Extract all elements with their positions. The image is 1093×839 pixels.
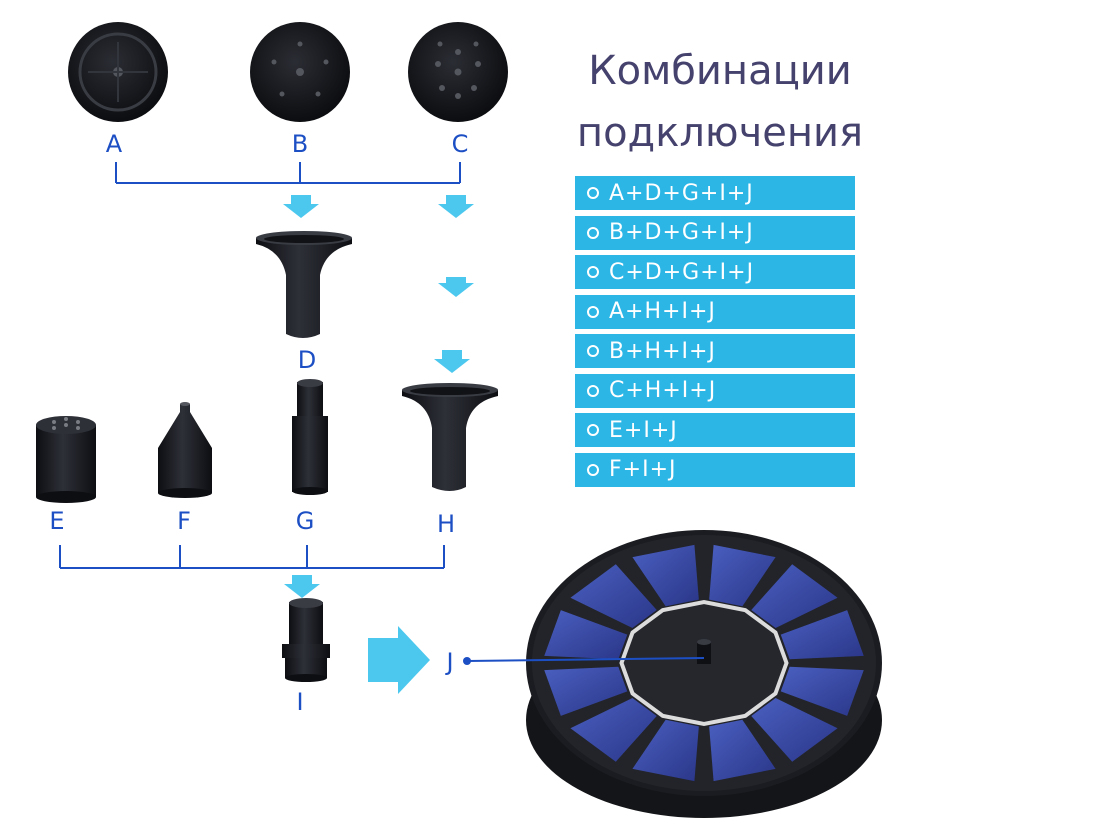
combination-text: B+D+G+I+J (609, 220, 754, 245)
label-d: D (297, 346, 317, 374)
solar-fountain-pump (526, 530, 882, 818)
solar-cell-panel (632, 719, 699, 782)
connector-i (282, 598, 330, 682)
combination-row: F+I+J (575, 452, 855, 487)
arrow-down-icon (284, 575, 320, 598)
title-line-2: подключения (576, 110, 864, 156)
arrow-down-icon (434, 350, 470, 373)
combination-text: C+H+I+J (609, 378, 717, 403)
bullet-icon (587, 384, 599, 397)
combination-row: B+D+G+I+J (575, 215, 855, 250)
label-c: C (451, 130, 469, 158)
combination-row: A+H+I+J (575, 294, 855, 329)
bullet-icon (587, 187, 599, 199)
bullet-icon (587, 463, 599, 476)
nozzle-f (158, 402, 212, 498)
combination-row: E+I+J (575, 413, 855, 447)
label-j: J (446, 648, 454, 676)
label-a: A (105, 130, 123, 158)
nozzle-c (408, 22, 508, 122)
solar-cell-panel (780, 666, 864, 716)
solar-cell-panel (544, 666, 628, 716)
combination-row: C+D+G+I+J (575, 255, 855, 289)
combination-row: C+H+I+J (575, 373, 855, 408)
solar-cell-panel (570, 697, 657, 762)
combination-row: A+D+G+I+J (575, 176, 855, 210)
label-h: H (436, 510, 456, 538)
solar-cell-panel (751, 564, 838, 629)
label-f: F (177, 507, 191, 535)
bullet-icon (587, 345, 599, 357)
label-i: I (296, 688, 304, 716)
arrow-right-icon (368, 626, 430, 694)
title-line-1: Комбинации (588, 48, 852, 94)
bullet-icon (587, 305, 599, 318)
bullet-icon (587, 266, 599, 278)
page-title: Комбинации подключения (560, 40, 880, 164)
solar-cell-panel (709, 719, 776, 782)
label-g: G (295, 507, 315, 535)
bracket-abc (115, 162, 461, 184)
bracket-efgh (59, 545, 445, 569)
label-b: B (291, 130, 309, 158)
solar-cell-panel (751, 697, 838, 762)
label-e: E (49, 507, 65, 535)
bullet-icon (587, 424, 599, 436)
combination-text: F+I+J (609, 457, 677, 482)
arrow-down-icon (438, 277, 474, 297)
nozzle-e (36, 416, 96, 503)
solar-cell-panel (780, 610, 864, 660)
combination-text: E+I+J (609, 417, 678, 443)
solar-cell-panel (570, 564, 657, 629)
combinations-list: A+D+G+I+J B+D+G+I+J C+D+G+I+J A+H+I+J B+… (575, 176, 855, 492)
arrow-down-icon (283, 195, 319, 218)
combination-text: C+D+G+I+J (609, 259, 755, 285)
nozzle-b (250, 22, 350, 122)
solar-cell-panel (632, 544, 699, 607)
combination-text: A+H+I+J (609, 299, 716, 324)
funnel-h (402, 383, 498, 491)
combination-text: A+D+G+I+J (609, 180, 754, 206)
leader-j (463, 657, 705, 665)
funnel-d (256, 231, 352, 338)
solar-cell-panel (544, 610, 628, 660)
tube-g (292, 379, 328, 495)
combination-text: B+H+I+J (609, 338, 716, 364)
arrow-down-icon (438, 195, 474, 218)
combination-row: B+H+I+J (575, 334, 855, 368)
bullet-icon (587, 226, 599, 239)
solar-cell-panel (709, 544, 776, 607)
nozzle-a (68, 22, 168, 122)
